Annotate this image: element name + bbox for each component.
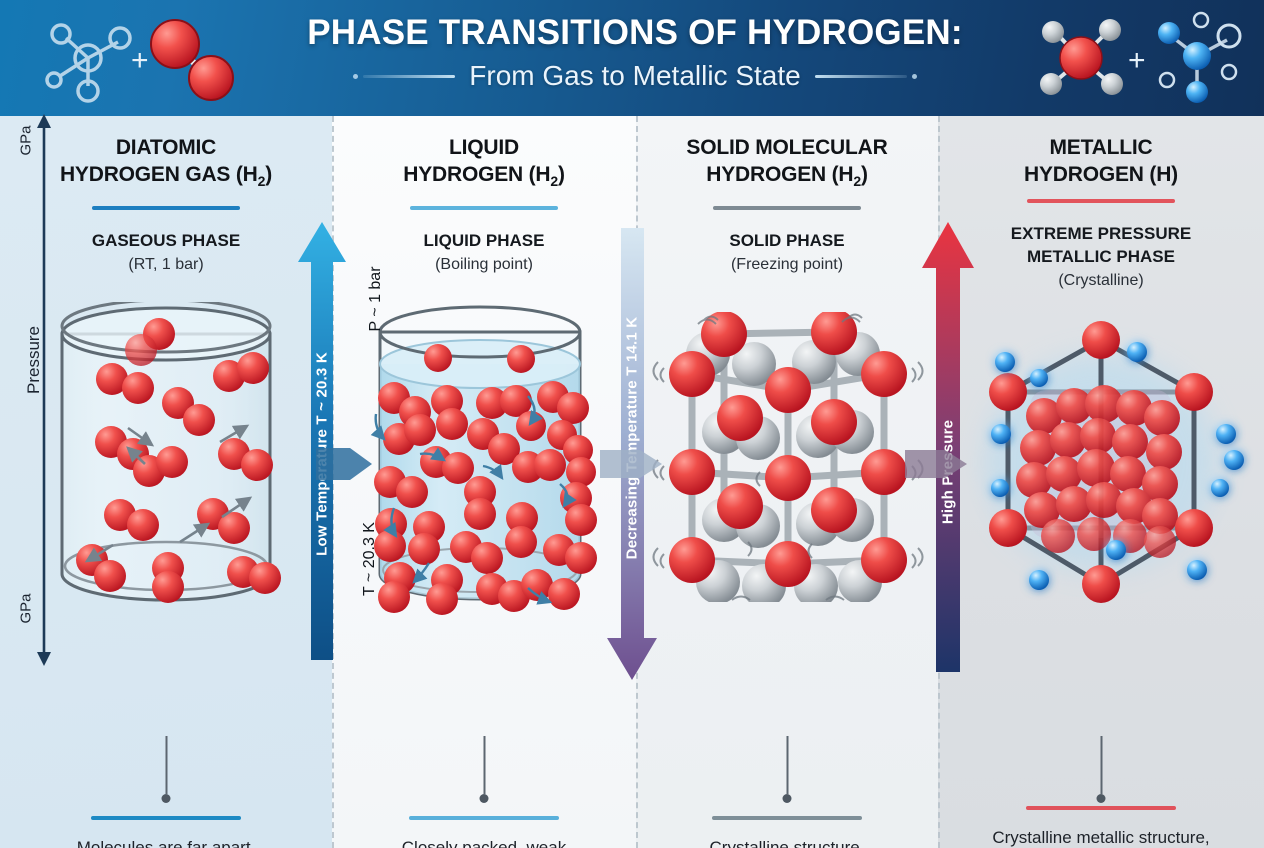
- column-liquid-hydrogen: LIQUID HYDROGEN (H2) LIQUID PHASE (Boili…: [332, 116, 636, 848]
- column-4-caption-block: Crystalline metallic structure, Protons …: [938, 806, 1264, 848]
- metallic-hexagon-illustration: [938, 312, 1264, 617]
- vertex-protons: [989, 321, 1213, 603]
- pressure-axis-top-unit: GPa: [17, 125, 35, 156]
- column-2-caption: Closely packed, weak molecular interacti…: [401, 838, 567, 848]
- page-subtitle: From Gas to Metallic State: [469, 60, 801, 91]
- column-2-title: LIQUID HYDROGEN (H2): [403, 136, 565, 190]
- motion-arrows: [84, 424, 253, 563]
- header-right-graphic: +: [1011, 8, 1256, 113]
- header-left-graphic: +: [8, 8, 238, 113]
- plus-icon: +: [1128, 44, 1146, 77]
- column-3-header: SOLID MOLECULAR HYDROGEN (H2) SOLID PHAS…: [636, 116, 938, 276]
- column-2-phase-condition: (Boiling point): [435, 256, 533, 274]
- column-4-title: METALLIC HYDROGEN (H): [1024, 136, 1178, 186]
- subtitle-row: From Gas to Metallic State: [250, 60, 1020, 92]
- transition-arrow-solid-to-metallic: High Pressure: [920, 222, 976, 672]
- column-4-connector: [1096, 736, 1106, 803]
- pressure-axis: GPa Pressure GPa: [10, 110, 56, 670]
- column-1-phase-condition: (RT, 1 bar): [128, 256, 204, 274]
- delocalized-electrons: [991, 342, 1244, 590]
- column-3-phase-condition: (Freezing point): [730, 256, 844, 274]
- flow-arrows: [370, 395, 577, 605]
- column-3-title: SOLID MOLECULAR HYDROGEN (H2): [686, 136, 888, 190]
- column-3-caption-block: Crystalline structure, ordered molecules…: [636, 816, 938, 848]
- gas-cylinder-illustration: [0, 298, 332, 627]
- column-1-caption-block: Molecules are far apart, highly kinetic,…: [0, 816, 332, 848]
- column-2-accent-rule: [410, 206, 558, 211]
- decorative-rule-left: [353, 73, 456, 79]
- column-3-caption-rule: [712, 816, 862, 820]
- column-4-header: METALLIC HYDROGEN (H) EXTREME PRESSURE M…: [938, 116, 1264, 292]
- transition-arrow-gas-to-liquid: Low Temperature T ~ 20.3 K: [296, 222, 348, 660]
- page-title: PHASE TRANSITIONS OF HYDROGEN:: [307, 13, 963, 52]
- column-1-connector: [161, 736, 171, 803]
- diatomic-red-molecule-icon: [150, 19, 234, 101]
- dense-proton-cluster: [1016, 385, 1182, 558]
- axis-arrow-down-icon: [37, 652, 51, 666]
- column-1-caption: Molecules are far apart, highly kinetic,…: [76, 838, 256, 848]
- flow-chevron-3: [905, 432, 977, 501]
- column-1-header: DIATOMIC HYDROGEN GAS (H2) GASEOUS PHASE…: [0, 116, 332, 276]
- column-4-caption-rule: [1026, 806, 1176, 810]
- molecule-outline-icon: [45, 23, 132, 103]
- pressure-axis-bottom-unit: GPa: [17, 593, 35, 624]
- flow-chevron-1: [316, 432, 380, 501]
- column-4-phase-name: EXTREME PRESSURE METALLIC PHASE: [1010, 224, 1192, 266]
- column-2-caption-rule: [409, 816, 559, 820]
- column-1-accent-rule: [92, 206, 240, 211]
- red-atoms: [669, 309, 907, 587]
- pressure-axis-label: Pressure: [24, 325, 43, 395]
- column-2-header: LIQUID HYDROGEN (H2) LIQUID PHASE (Boili…: [332, 116, 636, 276]
- column-1-caption-rule: [91, 816, 241, 820]
- solid-lattice-illustration: [636, 309, 938, 608]
- plus-icon: +: [131, 44, 149, 77]
- transition-1-side-label-bottom: T ~ 20.3 K: [361, 522, 378, 596]
- column-solid-molecular-hydrogen: SOLID MOLECULAR HYDROGEN (H2) SOLID PHAS…: [636, 116, 938, 848]
- methane-like-molecule-icon: [1040, 19, 1123, 95]
- column-1-phase-name: GASEOUS PHASE: [91, 231, 241, 251]
- column-2-caption-block: Closely packed, weak molecular interacti…: [332, 816, 636, 848]
- glowing-blue-molecule-icon: [1158, 11, 1242, 103]
- column-1-title: DIATOMIC HYDROGEN GAS (H2): [59, 136, 273, 190]
- column-4-accent-rule: [1027, 199, 1175, 203]
- column-4-caption: Crystalline metallic structure, Protons …: [992, 828, 1210, 847]
- columns-container: DIATOMIC HYDROGEN GAS (H2) GASEOUS PHASE…: [0, 116, 1264, 848]
- column-3-phase-name: SOLID PHASE: [729, 231, 845, 251]
- liquid-beaker-illustration: [332, 302, 636, 627]
- flow-chevron-2: [600, 432, 672, 501]
- column-4-phase-condition: (Crystalline): [1058, 272, 1144, 289]
- column-3-connector: [782, 736, 792, 803]
- h2-molecules: [76, 318, 281, 603]
- column-2-connector: [479, 736, 489, 803]
- column-3-accent-rule: [713, 206, 861, 211]
- column-3-caption: Crystalline structure, ordered molecules…: [709, 838, 865, 848]
- axis-arrow-up-icon: [37, 114, 51, 128]
- header-banner: + PHASE TRANSITIONS OF HYDROGEN: Fr: [0, 0, 1264, 116]
- decorative-rule-right: [814, 73, 917, 79]
- column-2-phase-name: LIQUID PHASE: [423, 231, 545, 251]
- transition-1-side-label-top: P ~ 1 bar: [367, 266, 384, 332]
- column-metallic-hydrogen: METALLIC HYDROGEN (H) EXTREME PRESSURE M…: [938, 116, 1264, 848]
- column-diatomic-hydrogen-gas: DIATOMIC HYDROGEN GAS (H2) GASEOUS PHASE…: [0, 116, 332, 848]
- h2-molecules: [374, 381, 597, 615]
